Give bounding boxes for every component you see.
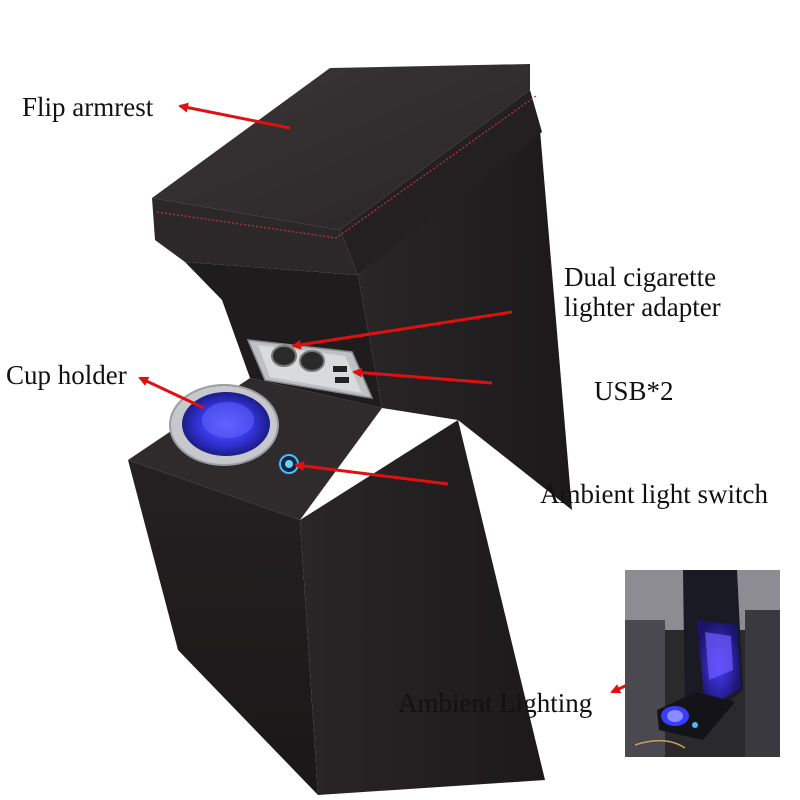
lighter-adapter-panel <box>246 339 374 399</box>
lighter-socket-2 <box>299 350 325 372</box>
lighter-socket-1 <box>271 345 297 367</box>
cup-holder <box>169 384 279 466</box>
label-dual-lighter-line1: Dual cigarette <box>564 262 717 292</box>
arrow-ambient-switch <box>294 461 449 486</box>
lid-front <box>152 198 358 275</box>
label-flip-armrest: Flip armrest <box>22 92 154 122</box>
label-ambient-light-switch: Ambient light switch <box>540 479 768 509</box>
lid-right-side <box>340 90 542 275</box>
arrow-dual-lighter <box>291 310 513 350</box>
label-ambient-lighting: Ambient Lighting <box>398 688 593 718</box>
arrow-cup-holder <box>138 376 205 410</box>
label-usb: USB*2 <box>594 376 674 406</box>
base-right-side <box>300 420 545 795</box>
label-dual-cigarette-lighter-adapter: Dual cigarette lighter adapter <box>564 262 721 322</box>
usb-port-1 <box>333 366 347 372</box>
label-dual-lighter-line2: lighter adapter <box>564 292 721 322</box>
base-front <box>128 460 318 795</box>
label-cup-holder: Cup holder <box>6 360 127 390</box>
arrow-flip-armrest <box>178 102 291 130</box>
armrest-console <box>128 64 572 795</box>
ambient-light-switch <box>279 454 299 474</box>
arrow-usb <box>352 367 493 385</box>
lid-stitching <box>156 95 537 239</box>
ambient-lighting-inset-photo <box>625 570 780 757</box>
lid-top <box>152 64 530 230</box>
usb-port-2 <box>335 377 349 383</box>
